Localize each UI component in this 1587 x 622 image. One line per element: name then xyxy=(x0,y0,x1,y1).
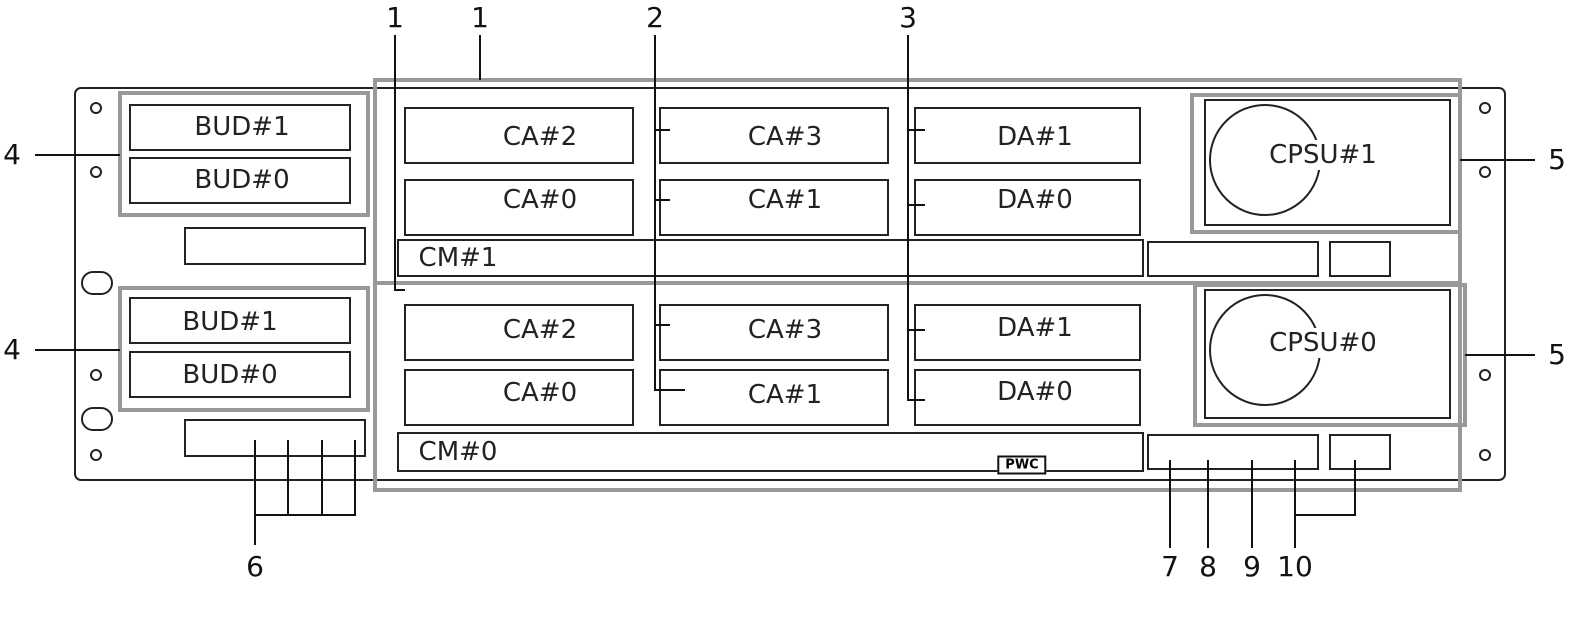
callout-4: 4 xyxy=(3,333,21,366)
callout-10: 10 xyxy=(1277,550,1313,583)
label-ca1-upper: CA#1 xyxy=(743,185,827,215)
module-ca1-lower xyxy=(659,369,889,426)
callout-3: 3 xyxy=(899,1,917,34)
label-ca3-upper: CA#3 xyxy=(743,122,827,152)
label-bud0-lower: BUD#0 xyxy=(178,360,282,390)
module-ca2-lower xyxy=(404,304,634,361)
label-cm0: CM#0 xyxy=(414,437,502,467)
callout-7: 7 xyxy=(1161,550,1179,583)
label-da0-upper: DA#0 xyxy=(993,185,1077,215)
label-ca0-upper: CA#0 xyxy=(498,185,582,215)
callout-8: 8 xyxy=(1199,550,1217,583)
module-ca0-upper xyxy=(404,179,634,236)
module-ca1-upper xyxy=(659,179,889,236)
module-da1-upper xyxy=(914,107,1141,164)
label-cpsu0: CPSU#0 xyxy=(1265,328,1381,358)
chassis-outline xyxy=(74,87,1506,481)
label-bud0-upper: BUD#0 xyxy=(190,165,294,195)
callout-1: 1 xyxy=(386,1,404,34)
label-bud1-upper: BUD#1 xyxy=(190,112,294,142)
module-ca2-upper xyxy=(404,107,634,164)
leader-lines xyxy=(35,35,1535,548)
callout-5: 5 xyxy=(1548,143,1566,176)
label-bud1-lower: BUD#1 xyxy=(178,307,282,337)
label-da1-lower: DA#1 xyxy=(993,313,1077,343)
label-da1-upper: DA#1 xyxy=(993,122,1077,152)
module-da0-lower xyxy=(914,369,1141,426)
label-ca2-lower: CA#2 xyxy=(498,315,582,345)
label-ca2-upper: CA#2 xyxy=(498,122,582,152)
label-da0-lower: DA#0 xyxy=(993,377,1077,407)
highlight-boxes xyxy=(118,78,1467,492)
label-cpsu1: CPSU#1 xyxy=(1265,140,1381,170)
callout-5: 5 xyxy=(1548,338,1566,371)
callout-4: 4 xyxy=(3,138,21,171)
callout-9: 9 xyxy=(1243,550,1261,583)
module-ca3-lower xyxy=(659,304,889,361)
label-pwc: PWC xyxy=(997,455,1047,475)
label-ca0-lower: CA#0 xyxy=(498,378,582,408)
callout-6: 6 xyxy=(246,550,264,583)
module-ca0-lower xyxy=(404,369,634,426)
label-cm1: CM#1 xyxy=(414,243,502,273)
label-ca1-lower: CA#1 xyxy=(743,380,827,410)
module-da0-upper xyxy=(914,179,1141,236)
module-ca3-upper xyxy=(659,107,889,164)
label-ca3-lower: CA#3 xyxy=(743,315,827,345)
module-da1-lower xyxy=(914,304,1141,361)
callout-2: 2 xyxy=(646,1,664,34)
callout-1: 1 xyxy=(471,1,489,34)
